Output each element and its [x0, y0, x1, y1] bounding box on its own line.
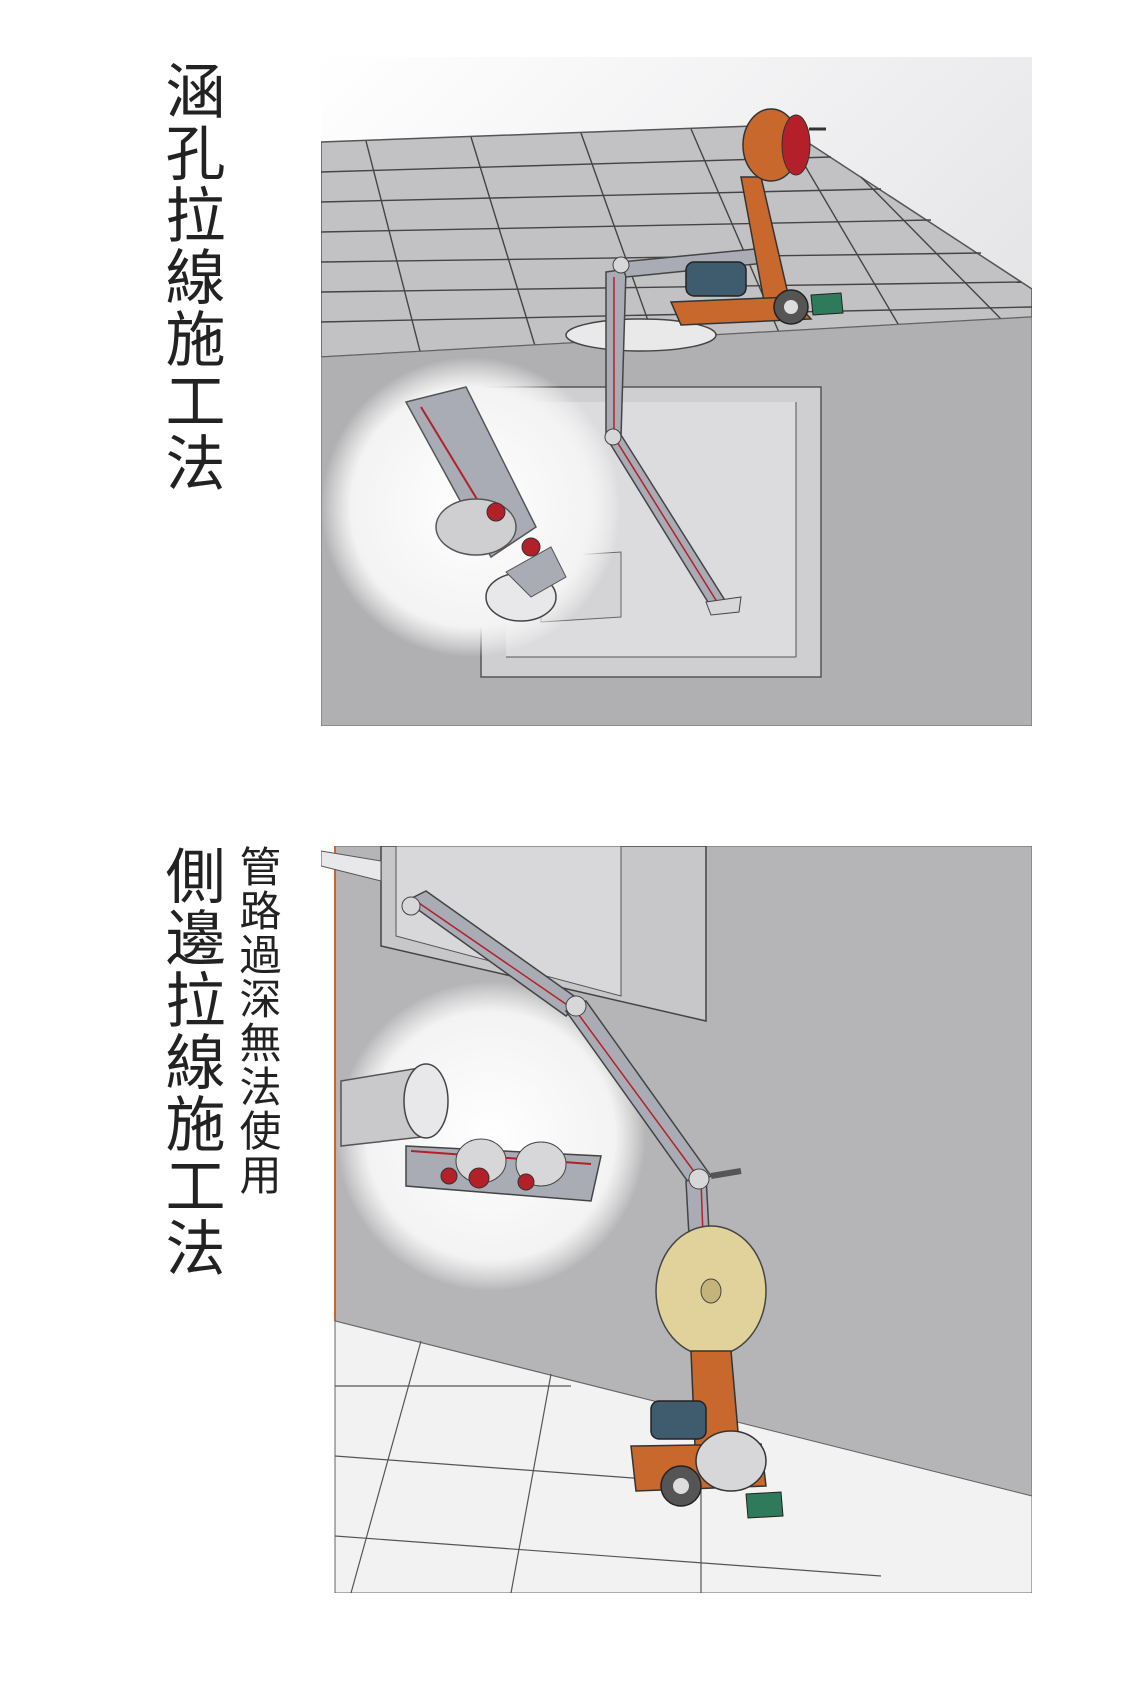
side-scene-svg	[321, 846, 1032, 1593]
winch-machine	[669, 108, 844, 326]
zoomed-pipe-detail	[340, 1063, 602, 1202]
cable-reel	[655, 1225, 767, 1357]
side-pulling-illustration	[321, 846, 1032, 1593]
section-1-title: 涵孔拉線施工法	[155, 60, 225, 494]
section-2-title: 側邊拉線施工法	[155, 845, 225, 1279]
slab-top	[321, 124, 1032, 358]
zoom-spotlight-2	[336, 981, 646, 1291]
slab-grid	[321, 124, 1032, 356]
side-winch-machine	[630, 1350, 784, 1519]
culvert-hole	[565, 318, 717, 352]
zoomed-arm-detail	[404, 386, 567, 622]
culvert-scene-svg	[321, 57, 1032, 726]
section-2-note: 管路過深無法使用	[233, 845, 282, 1197]
culvert-pulling-illustration	[321, 57, 1032, 726]
